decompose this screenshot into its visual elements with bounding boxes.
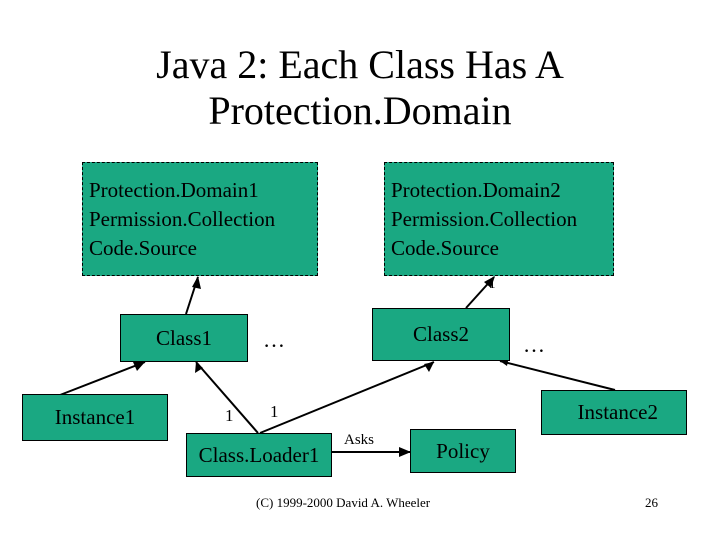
multiplicity-loader-class1: 1 bbox=[225, 406, 234, 425]
class1-box: Class1 bbox=[120, 314, 248, 362]
copyright-footer: (C) 1999-2000 David A. Wheeler bbox=[256, 495, 431, 510]
protection-domain-1-box: Protection.Domain1 Permission.Collection… bbox=[82, 162, 318, 276]
slide-title: Java 2: Each Class Has A Protection.Doma… bbox=[0, 42, 720, 134]
pd1-code-source: Code.Source bbox=[89, 236, 197, 260]
classloader-label: Class.Loader1 bbox=[198, 442, 320, 467]
arrowhead-class2 bbox=[424, 362, 434, 372]
arrowhead-pd2 bbox=[484, 276, 495, 288]
line-class1-instance1 bbox=[59, 361, 146, 396]
arrowhead-instance1 bbox=[133, 362, 145, 371]
arrowhead-class1 bbox=[195, 362, 203, 373]
instance2-label: Instance2 bbox=[577, 400, 658, 424]
protection-domain-2-box: Protection.Domain2 Permission.Collection… bbox=[384, 162, 614, 276]
pd2-name: Protection.Domain2 bbox=[391, 178, 561, 202]
pd2-permission-collection: Permission.Collection bbox=[391, 207, 578, 231]
class2-box: Class2 bbox=[372, 308, 510, 361]
ellipsis-class1: … bbox=[263, 327, 285, 352]
instance2-box: Instance2 bbox=[541, 390, 687, 435]
ellipsis-class2: … bbox=[523, 332, 545, 357]
instance1-box: Instance1 bbox=[22, 394, 168, 441]
line-class2-instance2 bbox=[499, 360, 616, 391]
policy-label: Policy bbox=[436, 438, 490, 463]
pd2-code-source: Code.Source bbox=[391, 236, 499, 260]
slide-title-line-1: Java 2: Each Class Has A bbox=[156, 42, 564, 87]
class2-label: Class2 bbox=[412, 322, 469, 346]
classloader-box: Class.Loader1 bbox=[186, 433, 332, 477]
class1-label: Class1 bbox=[155, 325, 212, 350]
page-number: 26 bbox=[645, 495, 658, 510]
slide-title-line-2: Protection.Domain bbox=[208, 88, 512, 133]
arrowhead-pd1 bbox=[192, 276, 201, 289]
pd1-permission-collection: Permission.Collection bbox=[89, 207, 276, 231]
policy-box: Policy bbox=[410, 429, 516, 473]
line-class2-classloader bbox=[259, 361, 435, 434]
pd1-name: Protection.Domain1 bbox=[89, 178, 259, 202]
arrowhead-policy bbox=[399, 447, 411, 457]
multiplicity-loader-class2: 1 bbox=[270, 402, 279, 421]
instance1-label: Instance1 bbox=[54, 405, 136, 429]
multiplicity-pd2: 1 bbox=[489, 276, 496, 291]
asks-label: Asks bbox=[344, 432, 375, 448]
line-class1-classloader bbox=[195, 361, 259, 434]
